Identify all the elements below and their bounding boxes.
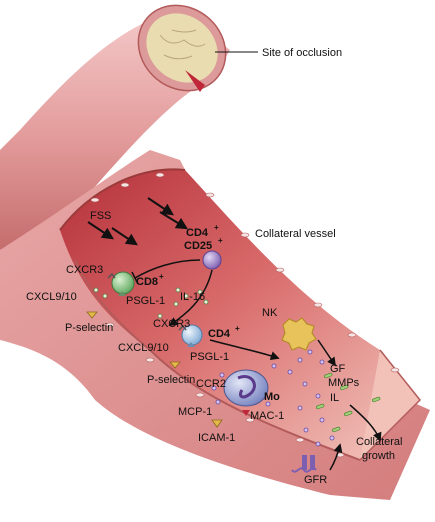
label-mmps: MMPs [328, 377, 360, 389]
occluded-vessel [0, 4, 230, 250]
label-fss: FSS [90, 210, 111, 222]
label-cd8-sup: + [159, 272, 164, 281]
label-cd4-top-sup: + [214, 223, 219, 232]
label-cxcr3-a: CXCR3 [66, 264, 103, 276]
label-cd25-sup: + [218, 236, 223, 245]
cd4-cell [178, 324, 203, 347]
label-cd25: CD25 [184, 240, 212, 252]
monocyte-cell [223, 369, 269, 416]
label-il: IL [330, 392, 339, 404]
label-gf: GF [330, 363, 346, 375]
cd4-cd25-cell [202, 250, 222, 270]
label-site-of-occlusion: Site of occlusion [262, 47, 342, 59]
label-gfr: GFR [304, 474, 327, 486]
label-cd4-top: CD4 [186, 227, 209, 239]
p-selectin-marker-b [169, 361, 181, 369]
inhibition-connector [131, 259, 213, 326]
p-selectin-marker-a [86, 311, 98, 319]
label-cxcl-a: CXCL9/10 [26, 291, 77, 303]
icam1-marker [211, 419, 223, 428]
gfr-receptor [291, 455, 317, 473]
label-cd4-mid-sup: + [235, 324, 240, 333]
vessel-lumen [60, 169, 420, 460]
flow-arrows [209, 339, 382, 471]
cytokine-dots [93, 287, 335, 447]
label-collateral-vessel: Collateral vessel [255, 228, 336, 240]
label-icam1: ICAM-1 [198, 432, 235, 444]
nk-cell [281, 317, 317, 351]
label-ccr2: CCR2 [196, 378, 226, 390]
label-cd4-mid: CD4 [208, 328, 231, 340]
label-pselectin-b: P-selectin [147, 374, 195, 386]
label-mo: Mo [264, 391, 280, 403]
label-psgl-b: PSGL-1 [190, 351, 229, 363]
label-nk: NK [262, 307, 278, 319]
label-psgl-a: PSGL-1 [126, 295, 165, 307]
label-mac1: MAC-1 [250, 410, 284, 422]
label-cxcl-b: CXCL9/10 [118, 342, 169, 354]
growth-factor-rods [316, 372, 381, 433]
label-il16: IL-16 [180, 291, 205, 303]
label-collateral: Collateral [356, 436, 402, 448]
fss-arrows [87, 197, 189, 246]
label-mcp1: MCP-1 [178, 406, 212, 418]
cd8-cell [107, 271, 135, 296]
label-cd8: CD8 [136, 276, 158, 288]
label-cxcr3-b: CXCR3 [153, 318, 190, 330]
occlusion-plaque [146, 13, 218, 83]
label-pselectin-a: P-selectin [65, 322, 113, 334]
label-growth: growth [362, 450, 395, 462]
